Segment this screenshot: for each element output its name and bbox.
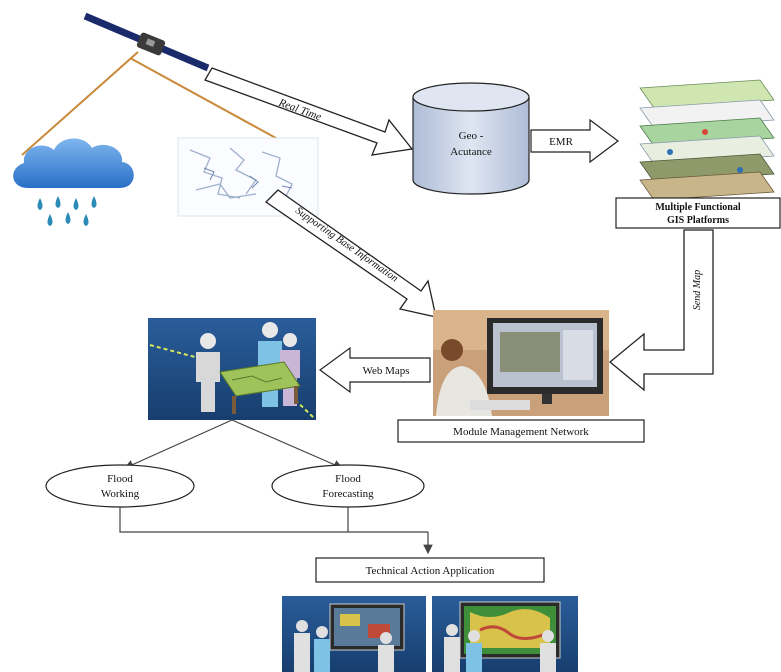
flood-forecasting-node: Flood Forecasting <box>271 464 425 508</box>
collaboration-panel <box>148 318 316 420</box>
map-table-icon <box>219 361 301 414</box>
module-network-box: Module Management Network <box>397 419 645 443</box>
satellite-icon <box>83 12 210 72</box>
geo-label-line1: Geo - <box>459 130 484 142</box>
supporting-info-arrow: Supporting Base Information <box>264 189 437 318</box>
web-maps-arrow: Web Maps <box>318 346 431 394</box>
web-maps-label: Web Maps <box>362 365 409 377</box>
flood-forecasting-line1: Flood <box>335 473 361 485</box>
module-network-label: Module Management Network <box>453 426 589 438</box>
merge-connectors <box>119 507 433 555</box>
geo-acutance-database: Geo - Acutance <box>412 82 530 195</box>
gis-label-line2: GIS Platforms <box>667 215 729 226</box>
flood-working-line1: Flood <box>107 473 133 485</box>
flood-working-node: Flood Working <box>45 464 195 508</box>
satellite-beams <box>21 51 286 156</box>
branch-connectors <box>123 419 344 470</box>
gis-label-line1: Multiple Functional <box>655 202 741 213</box>
technical-action-box: Technical Action Application <box>315 557 545 583</box>
workstation-photo <box>433 310 609 416</box>
technical-action-label: Technical Action Application <box>366 565 495 577</box>
gis-platforms-box: Multiple Functional GIS Platforms <box>615 197 781 229</box>
emr-arrow: EMR <box>530 118 619 164</box>
application-panel-right <box>432 596 578 672</box>
flood-working-line2: Working <box>101 488 140 500</box>
gis-layers-icon <box>639 79 775 201</box>
rain-cloud-icon <box>13 138 134 226</box>
flood-forecasting-line2: Forecasting <box>322 488 374 500</box>
geo-label-line2: Acutance <box>450 146 492 158</box>
send-map-label: Send Map <box>692 270 703 310</box>
application-panel-left <box>282 596 426 672</box>
supporting-info-label: Supporting Base Information <box>293 205 400 284</box>
send-map-arrow: Send Map <box>608 229 714 392</box>
emr-label: EMR <box>549 136 574 148</box>
